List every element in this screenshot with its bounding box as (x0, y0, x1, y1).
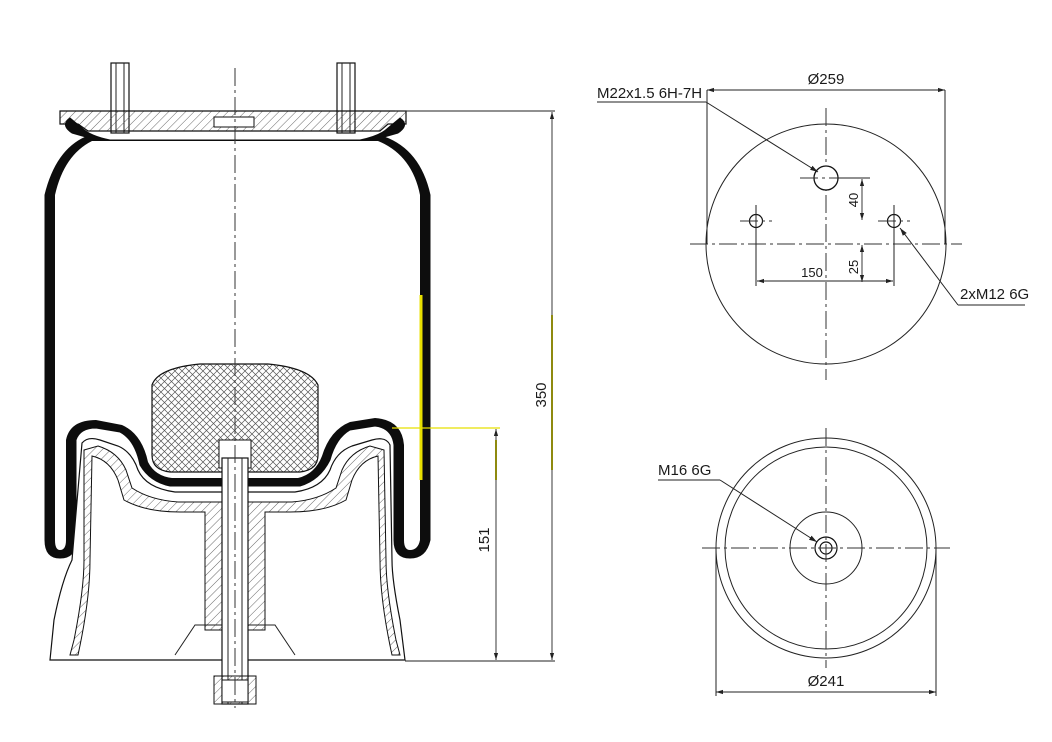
dimension-40-label: 40 (846, 193, 861, 207)
dimension-350: 350 (533, 112, 555, 660)
dimension-25-label: 25 (846, 260, 861, 274)
bottom-view: Ø241 M16 6G (658, 428, 950, 696)
callout-m16-label: M16 6G (658, 462, 711, 479)
stud-hole-right (878, 205, 910, 237)
dimension-d241: Ø241 (715, 548, 937, 696)
dimension-d259: Ø259 (706, 71, 946, 244)
top-plate (59, 110, 407, 132)
dimension-151-label: 151 (476, 527, 493, 552)
callout-m16: M16 6G (658, 462, 818, 543)
callout-m22-label: M22x1.5 6H-7H (597, 85, 702, 102)
dimension-d259-label: Ø259 (808, 71, 845, 88)
dimension-151: 151 (476, 429, 499, 660)
rubber-bellow (44, 117, 431, 559)
callout-m22: M22x1.5 6H-7H (597, 85, 819, 173)
callout-m12-label: 2xM12 6G (960, 286, 1029, 303)
callout-m12: 2xM12 6G (899, 227, 1029, 306)
side-section-view: 350 151 (44, 62, 555, 708)
dimension-25: 25 (846, 245, 865, 282)
top-plate-view: Ø259 M22x1.5 6H-7H 40 25 150 (597, 71, 1029, 380)
dimension-350-label: 350 (533, 382, 550, 407)
dimension-d241-label: Ø241 (808, 673, 845, 690)
dimension-150: 150 (755, 237, 895, 286)
dimension-40: 40 (838, 177, 870, 220)
stud-hole-left (740, 205, 772, 237)
dimension-150-label: 150 (801, 265, 823, 280)
